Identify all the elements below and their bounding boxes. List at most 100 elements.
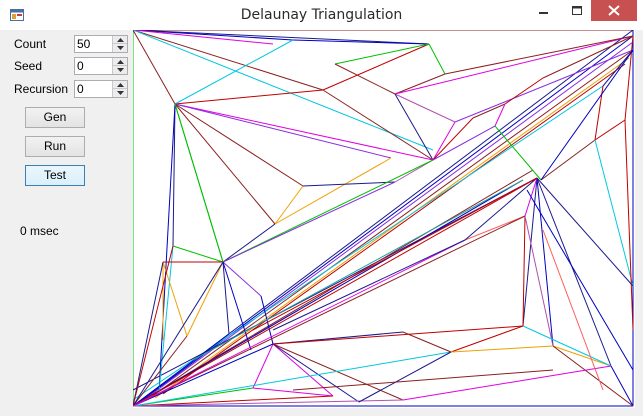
gen-button[interactable]: Gen xyxy=(25,107,85,128)
triangulation-edge xyxy=(292,39,430,45)
window-title: Delaunay Triangulation xyxy=(240,7,403,23)
count-up-button[interactable] xyxy=(112,36,127,44)
triangulation-edge xyxy=(274,157,392,225)
triangulation-edge xyxy=(322,43,430,91)
arrow-up-icon xyxy=(117,38,124,42)
arrow-up-icon xyxy=(117,83,124,87)
triangulation-edge xyxy=(272,239,466,331)
triangulation-edge xyxy=(552,345,612,367)
recursion-down-button[interactable] xyxy=(112,89,127,97)
triangulation-edge xyxy=(322,89,434,161)
triangulation-edge xyxy=(624,119,634,331)
triangulation-edge xyxy=(402,365,612,401)
triangulation-edge xyxy=(174,103,304,187)
elapsed-time-label: 0 msec xyxy=(20,224,59,238)
triangulation-edge xyxy=(154,57,630,399)
triangulation-edge xyxy=(222,261,230,335)
minimize-button[interactable] xyxy=(530,0,558,21)
triangulation-edge xyxy=(222,159,434,263)
triangulation-edge xyxy=(542,35,634,79)
count-spinner[interactable] xyxy=(74,35,128,53)
triangulation-edge xyxy=(494,103,506,127)
recursion-input[interactable] xyxy=(77,82,111,96)
triangulation-edge xyxy=(140,41,634,403)
triangulation-edge xyxy=(334,63,396,95)
triangulation-edge xyxy=(133,351,452,407)
triangulation-edge xyxy=(472,103,506,119)
controls-panel: Count Seed Recursion Gen Run T xyxy=(0,30,133,416)
triangulation-edge xyxy=(272,343,404,401)
triangulation-edge xyxy=(133,245,174,407)
recursion-label: Recursion xyxy=(14,82,69,96)
triangulation-edge xyxy=(450,345,554,353)
triangulation-edge xyxy=(428,43,446,75)
triangulation-edge xyxy=(594,119,626,141)
triangulation-edge xyxy=(394,73,446,95)
maximize-button[interactable] xyxy=(563,0,591,21)
triangulation-edge xyxy=(464,215,526,241)
recursion-up-button[interactable] xyxy=(112,81,127,89)
arrow-down-icon xyxy=(117,46,124,50)
triangulation-edge xyxy=(186,261,224,337)
triangulation-edge xyxy=(432,117,474,161)
triangulation-edge xyxy=(252,177,538,331)
count-down-button[interactable] xyxy=(112,44,127,52)
close-button[interactable] xyxy=(591,0,637,21)
seed-spinner[interactable] xyxy=(74,57,128,75)
triangulation-edge xyxy=(454,49,634,123)
triangulation-edge xyxy=(536,177,634,287)
triangulation-edge xyxy=(536,177,554,347)
triangulation-edge xyxy=(610,365,634,407)
triangulation-edge xyxy=(252,387,334,397)
triangulation-edge xyxy=(158,245,174,393)
triangulation-edge xyxy=(222,261,262,297)
triangulation-edge xyxy=(158,103,176,393)
count-label: Count xyxy=(14,37,47,51)
minimize-icon xyxy=(539,12,548,14)
triangulation-edge xyxy=(444,35,634,75)
triangulation-edge xyxy=(133,30,430,45)
triangulation-canvas[interactable] xyxy=(133,30,635,408)
triangulation-edge xyxy=(334,43,430,65)
close-icon xyxy=(608,5,620,16)
seed-input[interactable] xyxy=(77,59,111,73)
triangulation-edge xyxy=(542,229,604,391)
triangulation-edge xyxy=(162,63,626,395)
triangulation-edge xyxy=(172,103,176,247)
triangulation-edge xyxy=(133,30,434,151)
title-bar[interactable]: Delaunay Triangulation xyxy=(0,0,643,30)
triangulation-edge xyxy=(172,245,224,263)
triangulation-edge xyxy=(292,369,554,391)
triangulation-edge xyxy=(133,30,324,91)
triangulation-edge xyxy=(272,343,334,397)
triangulation-edge xyxy=(526,189,634,371)
seed-up-button[interactable] xyxy=(112,58,127,66)
seed-label: Seed xyxy=(14,59,43,73)
triangulation-edge xyxy=(133,399,404,407)
seed-down-button[interactable] xyxy=(112,66,127,74)
triangulation-edge xyxy=(464,177,538,241)
triangulation-edge xyxy=(540,139,596,181)
triangulation-edge xyxy=(146,49,634,401)
triangulation-edge xyxy=(432,121,456,161)
triangulation-edge xyxy=(174,89,324,105)
triangulation-edge xyxy=(133,335,188,407)
triangulation-edge xyxy=(133,215,526,407)
triangulation-edge xyxy=(133,30,274,45)
triangulation-edge xyxy=(594,139,634,287)
triangulation-edge xyxy=(133,333,230,407)
triangulation-edge xyxy=(504,77,544,105)
test-button[interactable]: Test xyxy=(25,165,85,186)
triangulation-edge xyxy=(358,351,452,403)
triangulation-edge xyxy=(133,261,164,407)
triangulation-edge xyxy=(174,103,434,161)
count-input[interactable] xyxy=(77,37,111,51)
triangulation-edge xyxy=(274,185,304,225)
triangulation-edge xyxy=(494,125,542,181)
triangulation-edge xyxy=(133,30,176,105)
recursion-spinner[interactable] xyxy=(74,80,128,98)
run-button[interactable]: Run xyxy=(25,136,85,157)
triangulation-edge xyxy=(602,49,634,87)
triangulation-edge xyxy=(272,325,524,345)
triangulation-edge xyxy=(222,261,252,351)
